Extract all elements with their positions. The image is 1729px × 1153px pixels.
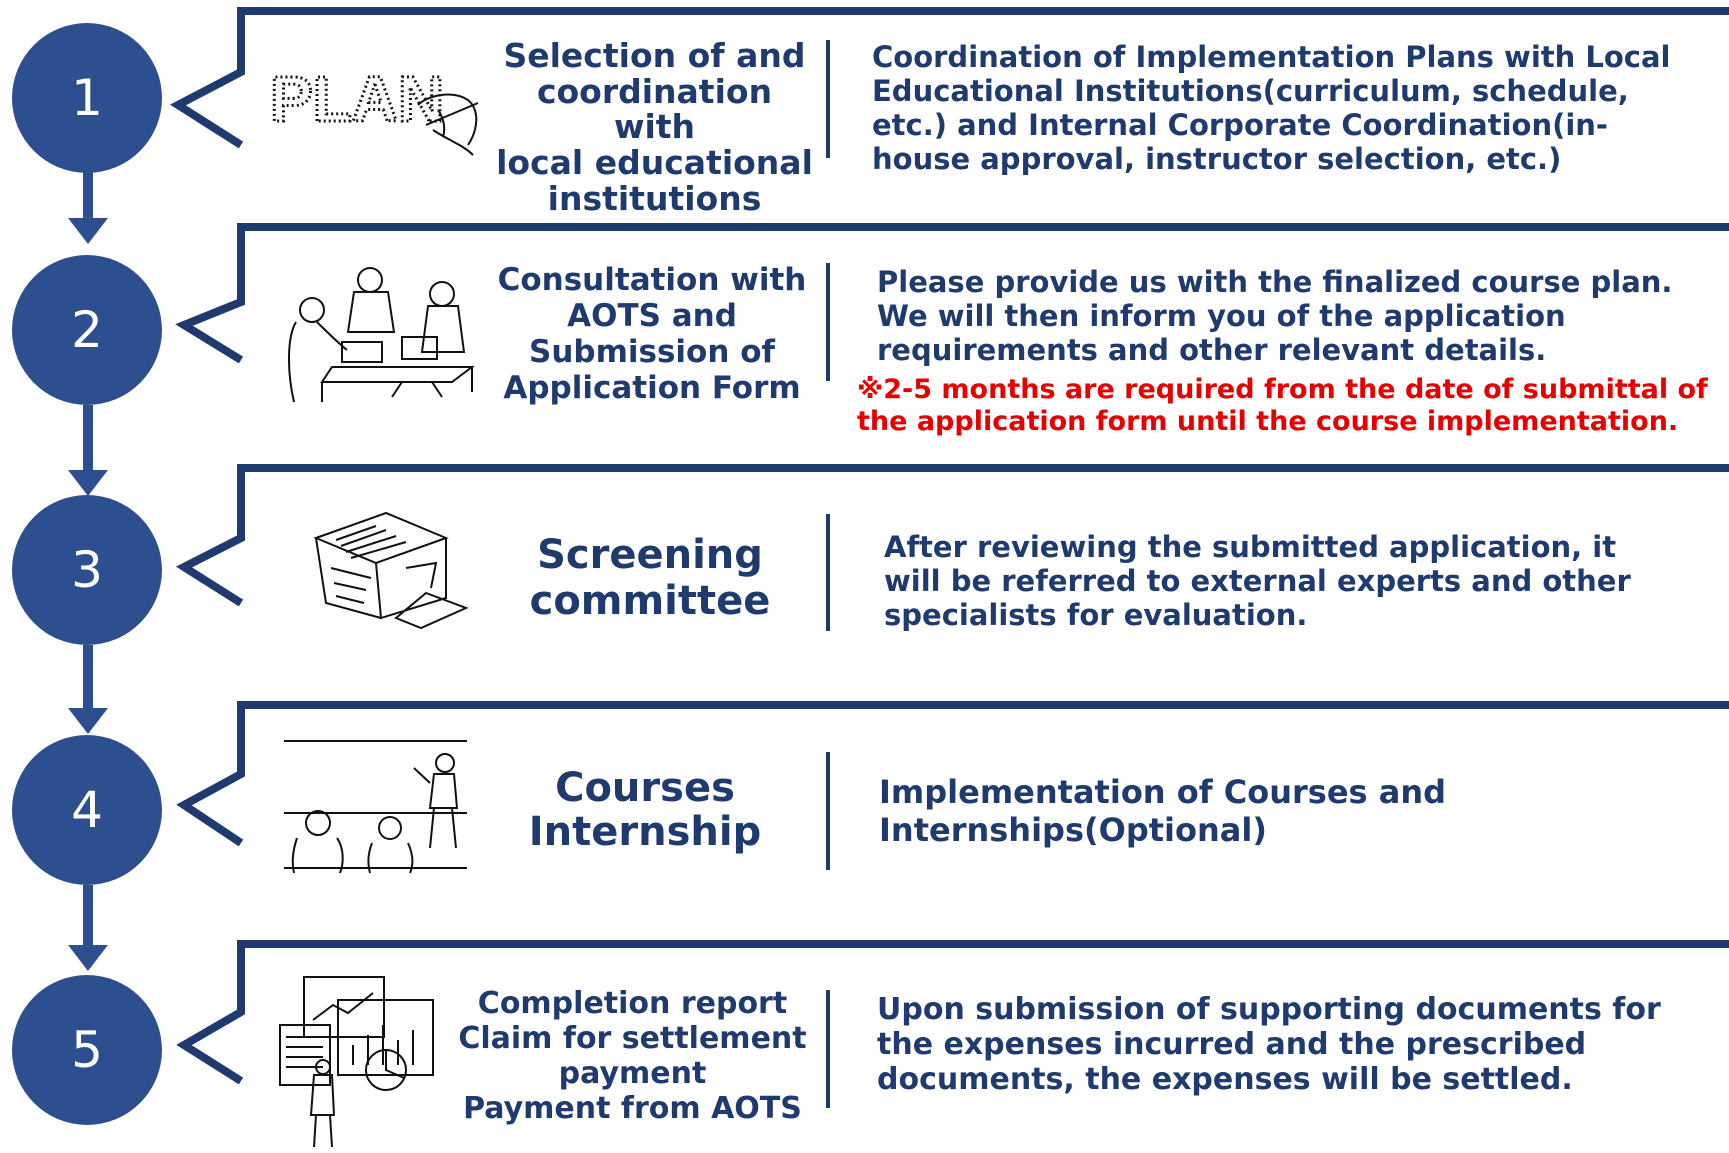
step-4-number-badge: 4 <box>12 735 162 885</box>
meeting-people-icon <box>288 267 475 403</box>
plan-sketch-text: PLAN <box>270 63 444 135</box>
step-3-number-badge: 3 <box>12 495 162 645</box>
step-number: 2 <box>71 301 103 359</box>
connector-4-5 <box>83 885 93 947</box>
connector-2-3 <box>83 405 93 473</box>
arrow-down-icon <box>68 470 108 496</box>
step-number: 5 <box>71 1021 103 1079</box>
step-3-description: After reviewing the submitted applicatio… <box>884 530 1631 632</box>
paper-stack-icon <box>313 511 469 630</box>
step-4-description: Implementation of Courses and Internship… <box>879 773 1447 849</box>
step-5-title: Completion report Claim for settlement p… <box>458 986 807 1126</box>
step-2-timing-note: ※2-5 months are required from the date o… <box>857 374 1708 437</box>
connector-1-2 <box>83 168 93 220</box>
step-4-title: Courses Internship <box>528 765 762 855</box>
step-5-number-badge: 5 <box>12 975 162 1125</box>
step-number: 3 <box>71 541 103 599</box>
step-5-frame <box>176 940 1729 1085</box>
step-number: 1 <box>71 69 103 127</box>
step-2-separator <box>826 263 830 381</box>
step-3-separator <box>826 514 830 631</box>
step-1-description: Coordination of Implementation Plans wit… <box>872 40 1671 176</box>
report-charts-icon <box>279 976 434 1148</box>
arrow-down-icon <box>68 218 108 244</box>
plan-sketch-icon: PLAN <box>269 62 479 156</box>
step-2-description: Please provide us with the finalized cou… <box>877 265 1673 367</box>
step-2-title: Consultation with AOTS and Submission of… <box>497 262 807 406</box>
step-1-frame <box>170 7 1729 149</box>
step-4-frame <box>176 701 1729 847</box>
connector-3-4 <box>83 645 93 711</box>
step-5-description: Upon submission of supporting documents … <box>877 992 1661 1097</box>
step-2-frame <box>175 223 1729 364</box>
classroom-icon <box>284 740 467 874</box>
step-5-separator <box>826 990 830 1108</box>
arrow-down-icon <box>68 945 108 971</box>
arrow-down-icon <box>68 708 108 734</box>
step-3-title: Screening committee <box>529 532 771 624</box>
step-number: 4 <box>71 781 103 839</box>
step-3-frame <box>175 464 1729 607</box>
step-1-separator <box>826 40 830 158</box>
step-1-number-badge: 1 <box>12 23 162 173</box>
step-1-title: Selection of and coordination with local… <box>496 36 813 218</box>
step-2-number-badge: 2 <box>12 255 162 405</box>
step-4-separator <box>826 752 830 870</box>
